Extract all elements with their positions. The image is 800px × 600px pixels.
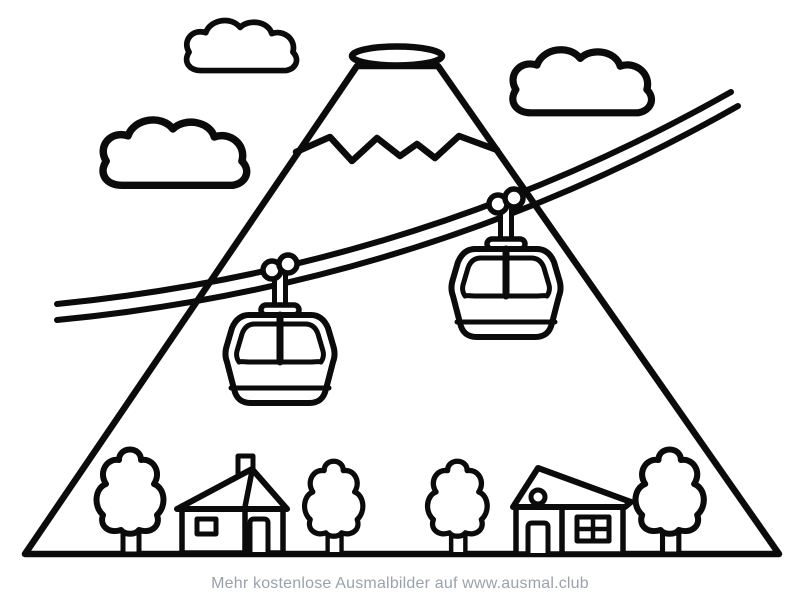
- mountain: [21, 43, 783, 558]
- cable-lines: [54, 89, 741, 323]
- snow-line: [292, 132, 501, 165]
- house-right-door: [525, 520, 551, 556]
- cloud-right: [513, 50, 652, 113]
- house-right: [510, 465, 634, 557]
- house-left-gable-edge: [242, 468, 255, 510]
- cloud-top-left: [187, 21, 297, 71]
- cloud-middle-left: [103, 120, 247, 185]
- house-left: [174, 453, 290, 556]
- footer-credit-text: Mehr kostenlose Ausmalbilder auf www.aus…: [211, 575, 589, 592]
- house-right-round-window: [528, 487, 548, 507]
- crater-rim: [348, 43, 446, 69]
- cable-line-lower: [54, 103, 741, 323]
- house-left-window: [194, 516, 219, 537]
- house-left-door: [247, 516, 271, 555]
- house-left-roof: [174, 466, 290, 512]
- cable-line-upper: [54, 89, 734, 307]
